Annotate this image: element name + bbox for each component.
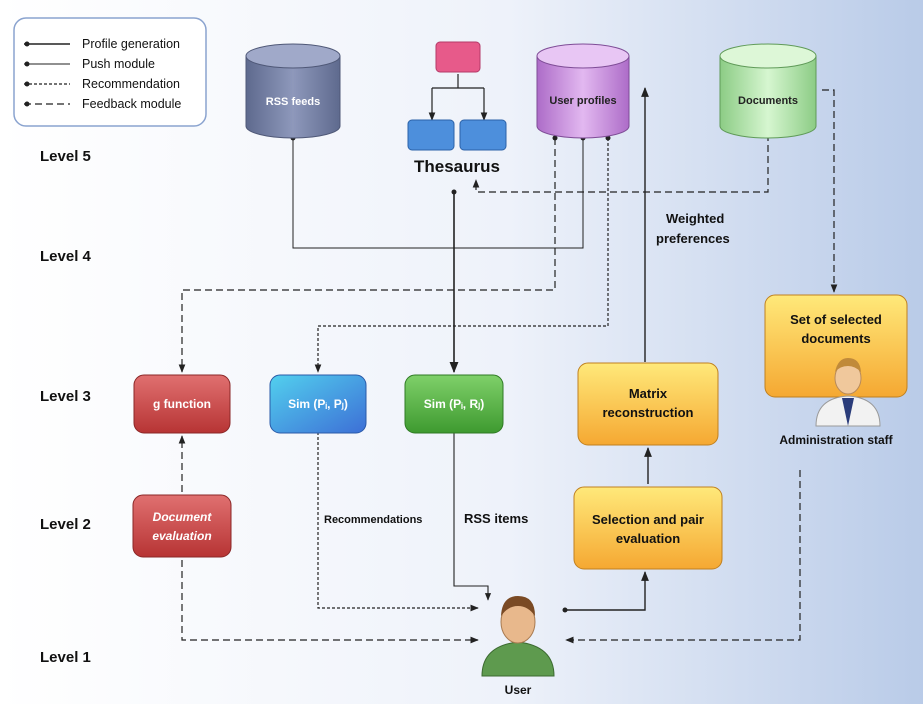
- user-label: User: [505, 683, 532, 697]
- legend-label-profile: Profile generation: [82, 37, 180, 51]
- sim-pp-label: Sim (Pᵢ, Pⱼ): [288, 397, 348, 411]
- documents-db: Documents: [719, 43, 817, 139]
- selected-docs-line2: documents: [801, 331, 870, 346]
- thesaurus-right-node: [459, 119, 507, 151]
- selected-docs-line1: Set of selected: [790, 312, 882, 327]
- selection-line2: evaluation: [616, 531, 680, 546]
- legend-dot-push: [24, 61, 30, 67]
- thesaurus: Thesaurus: [407, 41, 507, 176]
- rss-feeds-label: RSS feeds: [266, 96, 320, 108]
- push-line-rss-profiles: [292, 138, 584, 249]
- legend-label-push: Push module: [82, 57, 155, 71]
- g-function-box: g function: [133, 374, 231, 434]
- dot-user-selection: [562, 607, 568, 613]
- weighted-label-line1: Weighted: [666, 211, 724, 226]
- doc-eval-line1: Document: [153, 510, 213, 524]
- thesaurus-left-node: [407, 119, 455, 151]
- g-function-label: g function: [153, 397, 211, 411]
- push-dot-thesaurus: [451, 189, 457, 195]
- connectors: [178, 74, 838, 644]
- admin-person-icon: [815, 358, 881, 427]
- sim-pr-label: Sim (Pᵢ, Rⱼ): [424, 397, 484, 411]
- feedback-doc-to-selected: [822, 89, 838, 293]
- user-person-icon: [481, 596, 555, 677]
- dot-profile-feedback: [552, 135, 558, 141]
- legend-label-feedback: Feedback module: [82, 97, 181, 111]
- recommendation-profile-to-sim-pp: [314, 138, 609, 373]
- sim-pp-box: Sim (Pᵢ, Pⱼ): [269, 374, 367, 434]
- level-3-label: Level 3: [40, 388, 91, 405]
- selection-line1: Selection and pair: [592, 512, 704, 527]
- level-1-label: Level 1: [40, 649, 91, 666]
- legend-dot-recommendation: [24, 81, 30, 87]
- level-4-label: Level 4: [40, 248, 92, 265]
- thesaurus-tree: [431, 74, 485, 118]
- legend: Profile generation Push module Recommend…: [13, 17, 207, 127]
- level-labels: Level 5 Level 4 Level 3 Level 2 Level 1: [40, 148, 92, 666]
- user-profiles-db: User profiles: [536, 43, 630, 139]
- recommendation-sim-to-user: [317, 432, 479, 612]
- matrix-label-line1: Matrix: [629, 386, 668, 401]
- feedback-doc-to-thesaurus: [472, 134, 769, 193]
- level-5-label: Level 5: [40, 148, 91, 165]
- level-2-label: Level 2: [40, 516, 91, 533]
- matrix-label-line2: reconstruction: [602, 405, 693, 420]
- admin-label: Administration staff: [779, 433, 893, 447]
- rss-feeds-db: RSS feeds: [245, 43, 341, 139]
- push-sim-to-user: [453, 432, 492, 601]
- recommendations-label: Recommendations: [324, 514, 422, 526]
- selection-box: Selection and pair evaluation: [573, 486, 723, 570]
- legend-dot-feedback: [24, 101, 30, 107]
- rss-items-label: RSS items: [464, 511, 528, 526]
- sim-pr-box: Sim (Pᵢ, Rⱼ): [404, 374, 504, 434]
- feedback-admin-to-user: [565, 470, 801, 644]
- legend-dot-profile: [24, 41, 30, 47]
- doc-eval-line2: evaluation: [152, 529, 211, 543]
- doc-eval-box: Document evaluation: [132, 494, 232, 558]
- legend-label-recommendation: Recommendation: [82, 77, 180, 91]
- user-profiles-label: User profiles: [549, 95, 616, 107]
- thesaurus-label: Thesaurus: [414, 157, 500, 176]
- selected-docs-box: Set of selected documents: [764, 294, 908, 398]
- documents-label: Documents: [738, 95, 798, 107]
- feedback-eval-to-user: [181, 560, 479, 644]
- weighted-label-line2: preferences: [656, 231, 730, 246]
- feedback-profile-to-g: [178, 138, 556, 373]
- profile-user-to-selection: [565, 571, 649, 611]
- matrix-box: Matrix reconstruction: [577, 362, 719, 446]
- thesaurus-root-node: [435, 41, 481, 73]
- legend-box: [13, 17, 207, 127]
